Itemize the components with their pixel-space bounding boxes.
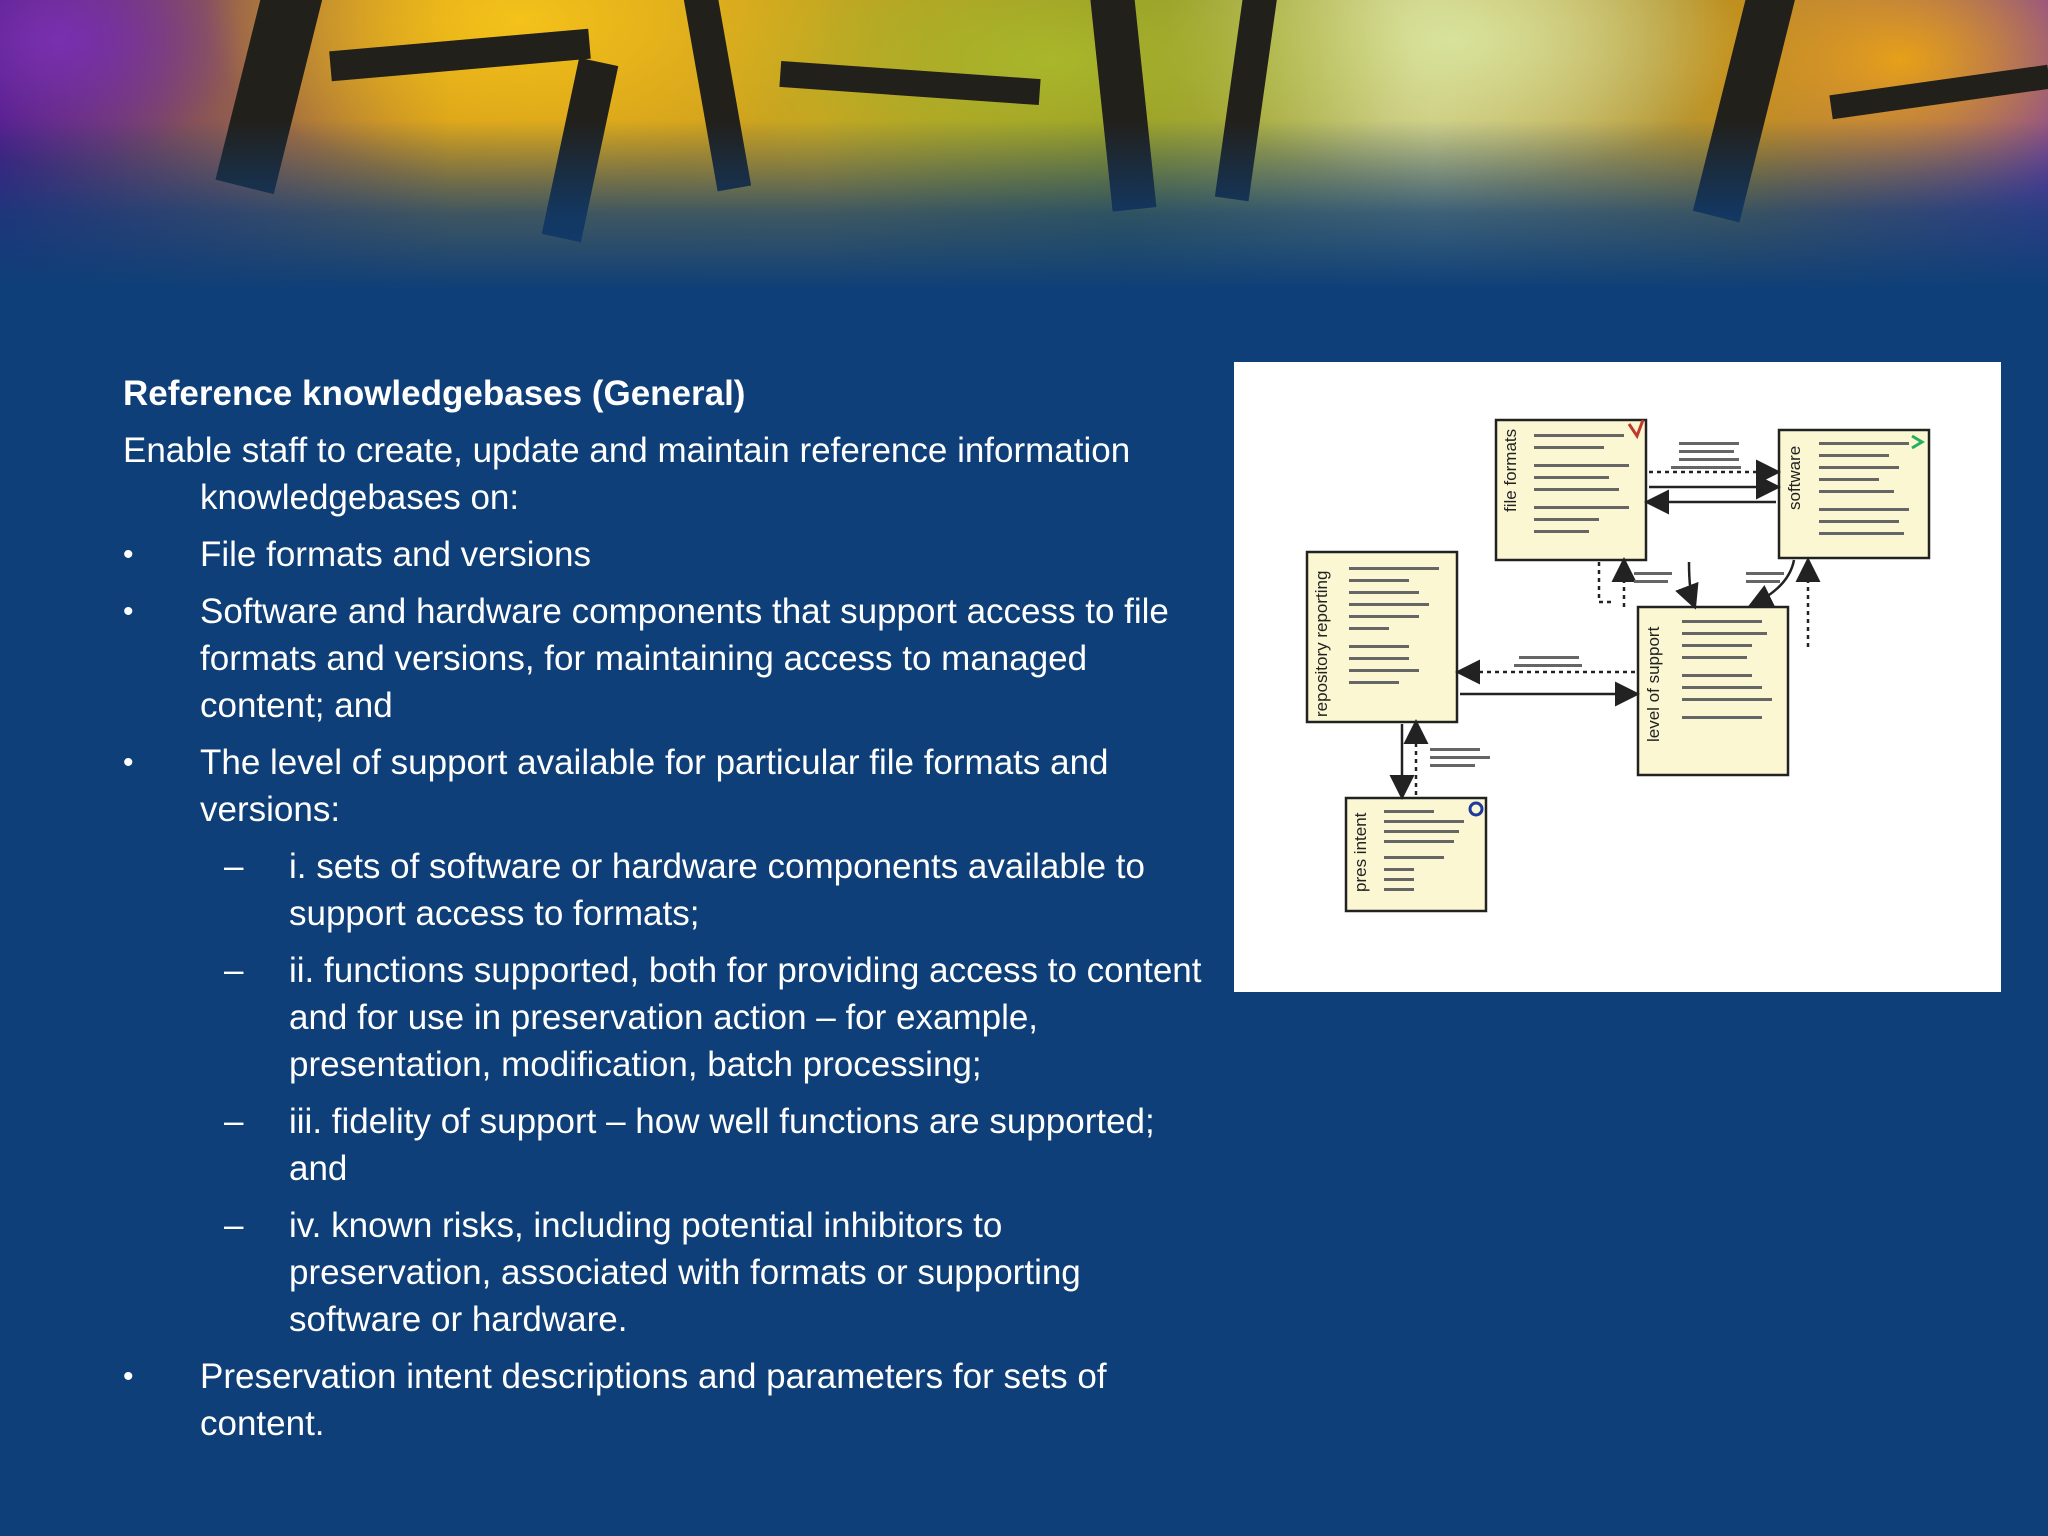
sub-bullet-text: ii. functions supported, both for provid… (289, 951, 1202, 1084)
pres-intent-label: pres intent (1351, 812, 1370, 892)
slide-heading: Reference knowledgebases (General) (123, 374, 746, 413)
slide-body: Reference knowledgebases (General) Enabl… (123, 370, 1213, 1457)
bullet-text: Software and hardware components that su… (200, 592, 1169, 725)
sub-bullet-item: – iii. fidelity of support – how well fu… (123, 1098, 1213, 1192)
header-banner-image (0, 0, 2048, 290)
sub-bullet-text: iii. fidelity of support – how well func… (289, 1102, 1155, 1188)
sub-bullet-text: i. sets of software or hardware componen… (289, 847, 1145, 933)
bullet-marker: • (123, 1360, 134, 1393)
bullet-text: The level of support available for parti… (200, 743, 1109, 829)
software-box: software (1777, 428, 1931, 560)
bullet-item: • Software and hardware components that … (123, 588, 1213, 729)
repository-reporting-box: repository reporting (1305, 550, 1459, 724)
bullet-marker: • (123, 595, 134, 628)
level-of-support-label: level of support (1644, 626, 1663, 742)
bullet-item: • Preservation intent descriptions and p… (123, 1353, 1213, 1447)
diagram-connectors (1389, 459, 1821, 800)
dash-marker: – (224, 951, 244, 990)
bullet-item: • The level of support available for par… (123, 739, 1213, 833)
bullet-text: Preservation intent descriptions and par… (200, 1357, 1107, 1443)
sub-bullet-text: iv. known risks, including potential inh… (289, 1206, 1081, 1339)
pres-intent-box: pres intent (1344, 796, 1488, 913)
connector-notes (1430, 442, 1784, 767)
file-formats-box: file formats (1494, 418, 1648, 562)
knowledgebase-diagram: file formats software (1234, 362, 2001, 992)
software-label: software (1785, 446, 1804, 510)
repository-reporting-label: repository reporting (1312, 571, 1331, 717)
dash-marker: – (224, 1102, 244, 1141)
sub-bullet-item: – ii. functions supported, both for prov… (123, 947, 1213, 1088)
sub-bullet-item: – iv. known risks, including potential i… (123, 1202, 1213, 1343)
file-formats-label: file formats (1501, 429, 1520, 512)
sub-bullet-item: – i. sets of software or hardware compon… (123, 843, 1213, 937)
intro-text: Enable staff to create, update and maint… (123, 431, 1131, 517)
dash-marker: – (224, 1206, 244, 1245)
dash-marker: – (224, 847, 244, 886)
level-of-support-box: level of support (1636, 605, 1790, 777)
bullet-marker: • (123, 538, 134, 571)
bullet-text: File formats and versions (200, 535, 591, 574)
bullet-marker: • (123, 746, 134, 779)
bullet-item: • File formats and versions (123, 531, 1213, 578)
